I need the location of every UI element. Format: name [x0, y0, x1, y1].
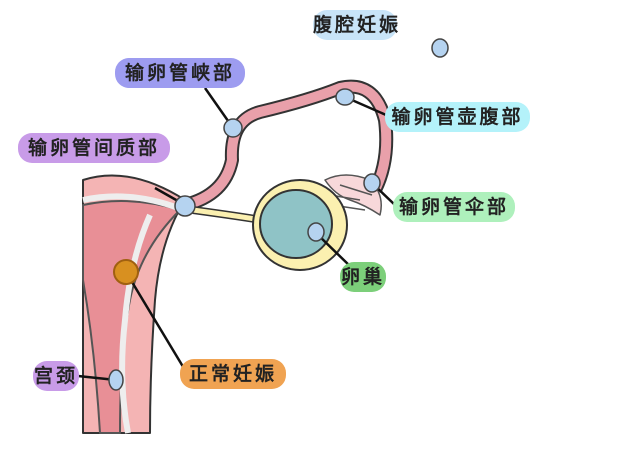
label-normal-pregnancy: 正常妊娠	[180, 359, 286, 389]
label-abdominal-pregnancy: 腹腔妊娠	[313, 10, 398, 40]
label-tube-fimbria: 输卵管伞部	[393, 192, 515, 222]
ovary-inner	[259, 189, 333, 259]
interstitial-site-dot	[174, 195, 196, 217]
label-tube-interstitial: 输卵管间质部	[18, 133, 170, 163]
ovary-site-dot	[307, 222, 325, 242]
isthmus-site-dot	[223, 118, 243, 138]
fimbria-site-dot	[363, 173, 381, 193]
cervix-site-dot	[108, 369, 124, 391]
label-ovary: 卵巢	[340, 262, 386, 292]
normal-pregnancy-dot	[113, 259, 139, 285]
label-tube-isthmus: 输卵管峡部	[115, 58, 245, 88]
ampulla-site-dot	[335, 88, 355, 106]
label-cervix: 宫颈	[33, 361, 79, 391]
abdominal-site-dot	[431, 38, 449, 58]
label-tube-ampulla: 输卵管壶腹部	[385, 102, 530, 132]
